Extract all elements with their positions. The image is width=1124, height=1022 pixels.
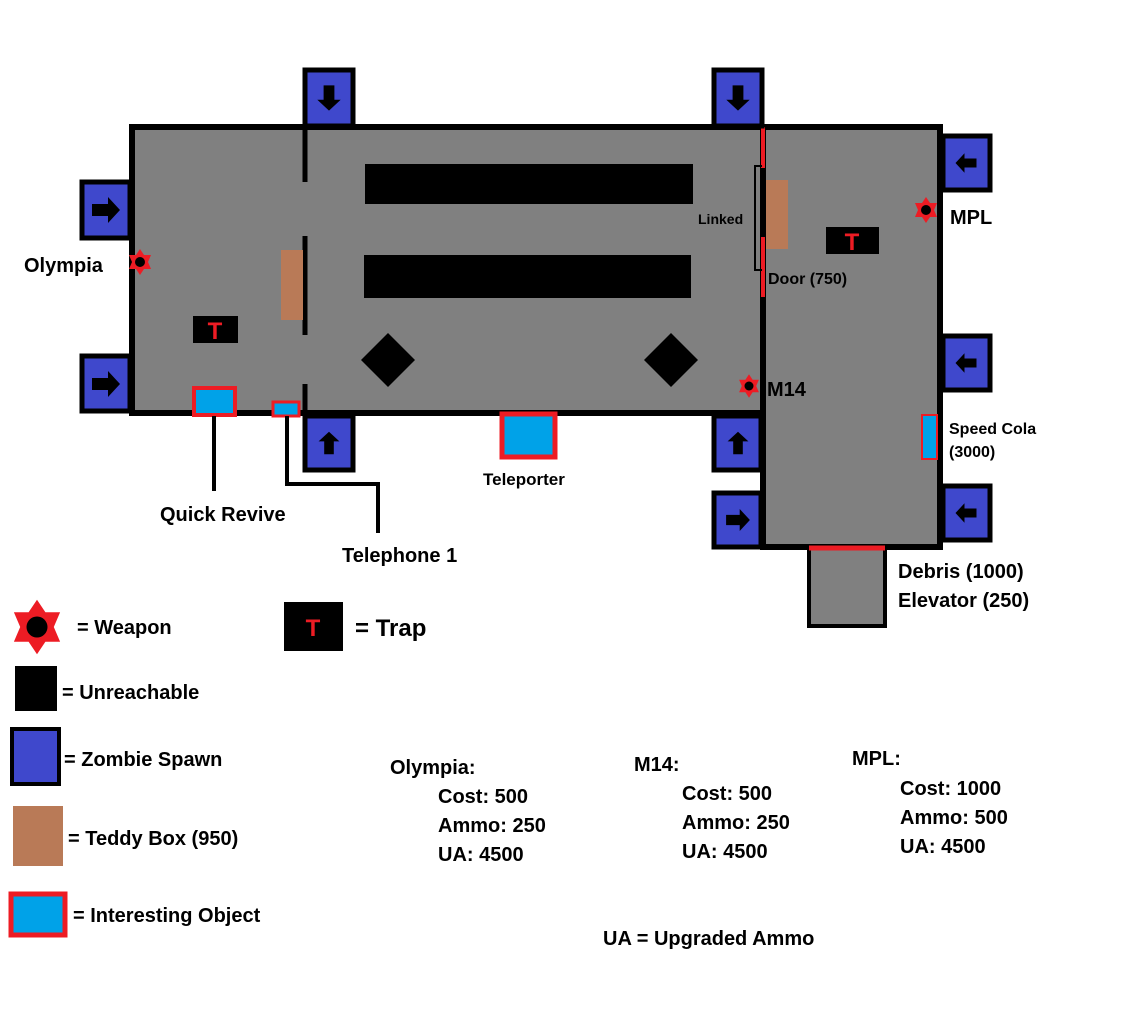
- svg-text:T: T: [845, 229, 860, 256]
- unreachable-diamond: [644, 333, 698, 387]
- speed-cola[interactable]: [921, 414, 938, 460]
- svg-text:T: T: [306, 615, 321, 642]
- svg-text:UA: 4500: UA: 4500: [682, 841, 768, 863]
- label-teleporter: Teleporter: [483, 470, 565, 489]
- label-speed-cola: Speed Cola: [949, 421, 1036, 438]
- weapon-label-olympia: Olympia: [24, 255, 104, 277]
- linked-bracket: [754, 165, 762, 271]
- footnote: UA = Upgraded Ammo: [603, 928, 814, 950]
- weapon-star-icon: [13, 599, 61, 655]
- telephone-1[interactable]: [271, 400, 301, 418]
- svg-text:Olympia:: Olympia:: [390, 757, 476, 779]
- svg-text:Ammo: 250: Ammo: 250: [438, 815, 546, 837]
- legend-trap: = Trap: [355, 615, 426, 642]
- legend-unreachable: = Unreachable: [62, 682, 199, 704]
- east-room: [760, 124, 943, 550]
- zombie-spawn: [79, 179, 133, 241]
- trap[interactable]: T: [826, 227, 879, 256]
- label-door: Door (750): [768, 271, 847, 288]
- svg-text:Cost: 500: Cost: 500: [682, 783, 772, 805]
- svg-text:Ammo: 250: Ammo: 250: [682, 812, 790, 834]
- leader-line: [285, 416, 380, 533]
- legend-teddy: = Teddy Box (950): [68, 828, 238, 850]
- label-linked: Linked: [698, 211, 743, 227]
- legend-unreachable-swatch: [15, 666, 57, 711]
- svg-text:UA: 4500: UA: 4500: [900, 836, 986, 858]
- svg-text:Cost: 1000: Cost: 1000: [900, 778, 1001, 800]
- zombie-spawn: [940, 333, 993, 393]
- elevator-room: [807, 546, 887, 628]
- label-debris: Debris (1000): [898, 561, 1024, 583]
- svg-text:M14:: M14:: [634, 754, 680, 776]
- teddy-box[interactable]: [766, 180, 788, 249]
- weapon-stats-mpl: MPL: Cost: 1000 Ammo: 500 UA: 4500: [852, 748, 1008, 858]
- legend-object-swatch: [8, 891, 68, 938]
- svg-text:Ammo: 500: Ammo: 500: [900, 807, 1008, 829]
- svg-text:UA: 4500: UA: 4500: [438, 844, 524, 866]
- weapon-stats-olympia: Olympia: Cost: 500 Ammo: 250 UA: 4500: [390, 757, 546, 866]
- legend-object: = Interesting Object: [73, 905, 261, 927]
- legend-weapon: = Weapon: [77, 617, 172, 639]
- zombie-spawn: [940, 483, 993, 543]
- label-speed-cola-cost: (3000): [949, 444, 995, 461]
- teleporter[interactable]: [499, 411, 558, 460]
- svg-text:T: T: [208, 318, 223, 345]
- legend-teddy-swatch: [13, 806, 63, 866]
- weapon-label-mpl: MPL: [950, 207, 992, 229]
- legend-spawn-swatch: [10, 727, 61, 786]
- svg-text:Cost: 500: Cost: 500: [438, 786, 528, 808]
- trap[interactable]: T: [193, 316, 238, 345]
- zombie-spawn: [302, 413, 356, 473]
- svg-text:MPL:: MPL:: [852, 748, 901, 770]
- unreachable-bar: [364, 255, 691, 298]
- legend: = Weapon T = Trap = Unreachable = Zombie…: [8, 599, 426, 938]
- label-telephone: Telephone 1: [342, 545, 457, 567]
- quick-revive[interactable]: [192, 386, 237, 417]
- label-elevator: Elevator (250): [898, 590, 1029, 612]
- weapon-stats-m14: M14: Cost: 500 Ammo: 250 UA: 4500: [634, 754, 790, 863]
- teddy-box[interactable]: [281, 250, 303, 320]
- weapon-label-m14: M14: [767, 379, 807, 401]
- legend-trap-swatch: [284, 602, 343, 651]
- label-quick-revive: Quick Revive: [160, 504, 286, 526]
- unreachable-diamond: [361, 333, 415, 387]
- legend-spawn: = Zombie Spawn: [64, 749, 222, 771]
- unreachable-bar: [365, 164, 693, 204]
